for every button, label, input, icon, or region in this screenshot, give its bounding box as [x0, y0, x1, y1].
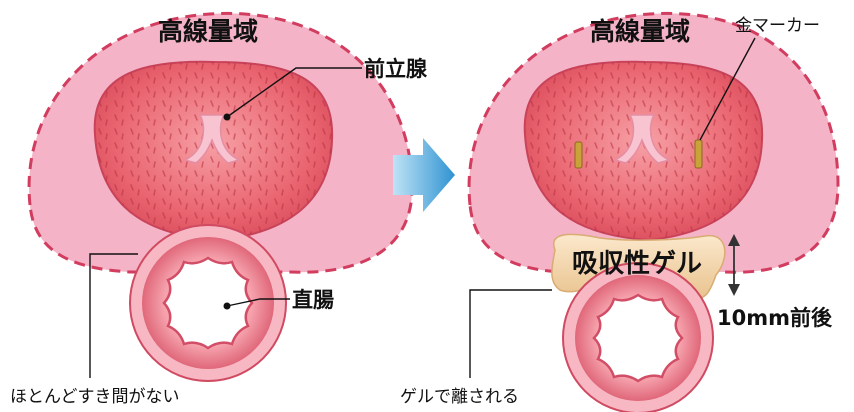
- gold-marker-label: 金マーカー: [735, 16, 820, 36]
- left-prostate-pointer-dot: [224, 114, 231, 121]
- gel-label: 吸収性ゲル: [572, 249, 702, 279]
- left-rectum: [130, 225, 286, 381]
- gold-marker-left: [575, 142, 582, 168]
- left-high-dose-label: 高線量域: [158, 17, 258, 46]
- distance-label: 10mm前後: [717, 306, 833, 330]
- left-caption: ほとんどすき間がない: [10, 387, 180, 407]
- gold-marker-right: [695, 140, 702, 168]
- right-rectum: [563, 263, 713, 412]
- right-high-dose-label: 高線量域: [590, 17, 690, 46]
- left-rectum-pointer-dot: [224, 303, 231, 310]
- left-prostate-label: 前立腺: [364, 57, 428, 81]
- left-rectum-label: 直腸: [292, 288, 334, 312]
- right-caption: ゲルで離される: [400, 387, 519, 407]
- right-panel: 高線量域 金マーカー 吸収性ゲル 10mm前後 ゲルで離される: [400, 13, 838, 412]
- left-panel: 高線量域 前立腺 直腸 ほとんどすき間がない: [10, 13, 428, 407]
